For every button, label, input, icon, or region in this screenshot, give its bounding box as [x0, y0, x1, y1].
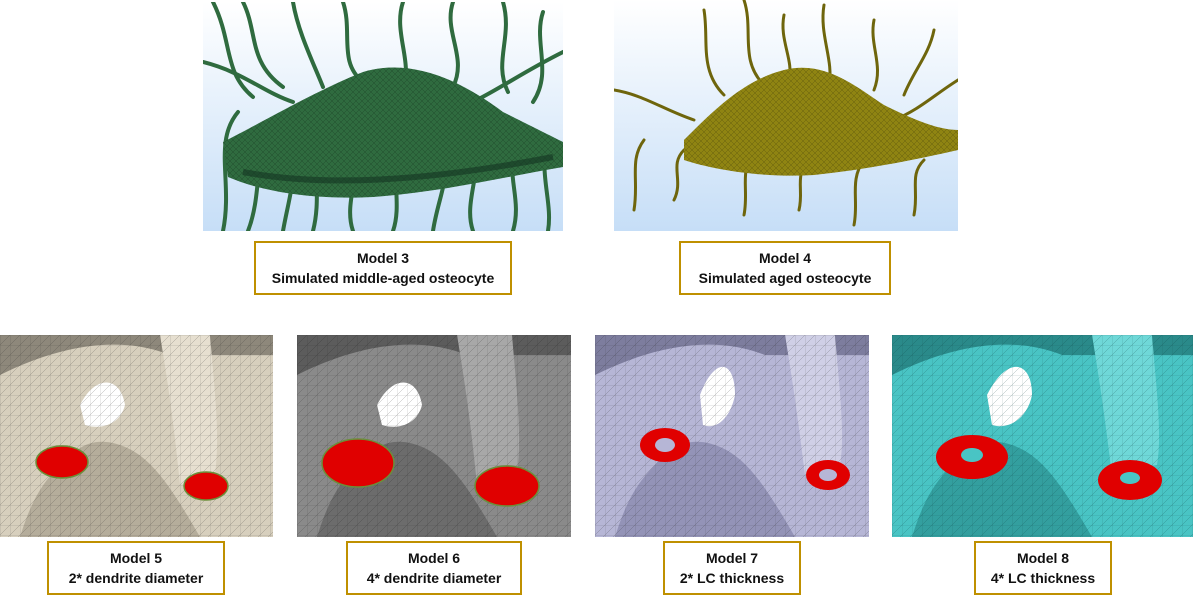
model-5-subtitle: 2* dendrite diameter: [68, 570, 204, 586]
model-3-image: [203, 2, 563, 231]
model-7-caption: Model 7 2* LC thickness: [663, 541, 801, 595]
model-6-caption: Model 6 4* dendrite diameter: [346, 541, 522, 595]
model-6-cross-section-left: [321, 438, 395, 488]
model-4-subtitle: Simulated aged osteocyte: [698, 270, 872, 286]
model-5-cross-section-left: [35, 445, 89, 479]
model-5-image: [0, 335, 273, 537]
model-4-title: Model 4: [758, 250, 812, 266]
model-6-cross-section-right: [474, 465, 540, 507]
model-6-image: [297, 335, 571, 537]
model-3-dendrites: [203, 2, 563, 231]
model-4-caption: Model 4 Simulated aged osteocyte: [679, 241, 891, 295]
model-7-image: [595, 335, 869, 537]
model-3-subtitle: Simulated middle-aged osteocyte: [271, 270, 495, 286]
model-3-title: Model 3: [356, 250, 410, 266]
model-6-subtitle: 4* dendrite diameter: [366, 570, 502, 586]
model-8-title: Model 8: [1016, 550, 1070, 566]
model-6-title: Model 6: [407, 550, 461, 566]
model-8-subtitle: 4* LC thickness: [990, 570, 1096, 586]
model-3-caption: Model 3 Simulated middle-aged osteocyte: [254, 241, 512, 295]
model-8-caption: Model 8 4* LC thickness: [974, 541, 1112, 595]
model-7-subtitle: 2* LC thickness: [679, 570, 785, 586]
model-4-image: [614, 0, 958, 231]
model-5-cross-section-right: [183, 471, 229, 501]
model-7-title: Model 7: [705, 550, 759, 566]
model-8-image: [892, 335, 1193, 537]
model-5-caption: Model 5 2* dendrite diameter: [47, 541, 225, 595]
model-5-title: Model 5: [109, 550, 163, 566]
